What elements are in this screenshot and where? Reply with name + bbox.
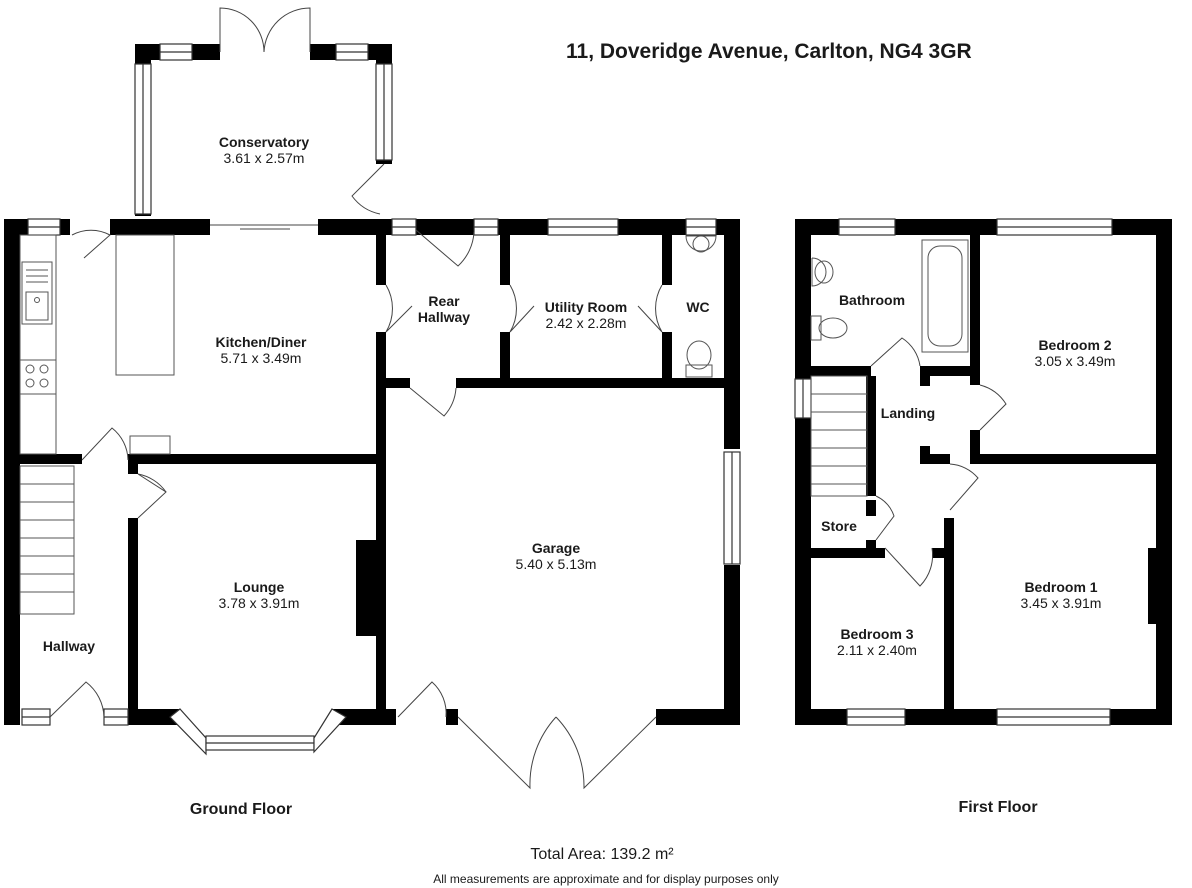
room-name: Utility Room: [544, 299, 628, 315]
room-name: Store: [821, 518, 857, 534]
room-name: Bedroom 2: [1038, 337, 1112, 353]
room-name-line1: Rear: [428, 293, 460, 309]
walls: [4, 44, 1172, 725]
room-label-store: Store: [821, 518, 857, 534]
room-name: Conservatory: [218, 134, 310, 150]
room-name: WC: [686, 299, 710, 315]
room-label-conservatory: Conservatory 3.61 x 2.57m: [219, 134, 309, 166]
room-name: Lounge: [233, 579, 285, 595]
room-label-bedroom1: Bedroom 1 3.45 x 3.91m: [1021, 579, 1102, 611]
fixtures: [19, 234, 969, 615]
room-label-rear-hallway: Rear Hallway: [418, 293, 470, 325]
ground-floor-caption: Ground Floor: [189, 801, 293, 818]
room-dims: 2.42 x 2.28m: [545, 315, 627, 331]
room-dims: 2.11 x 2.40m: [837, 642, 917, 658]
room-dims: 3.05 x 3.49m: [1034, 353, 1116, 369]
room-name-line2: Hallway: [417, 309, 471, 325]
property-address-title: 11, Doveridge Avenue, Carlton, NG4 3GR: [566, 40, 972, 63]
room-name: Kitchen/Diner: [215, 334, 307, 350]
room-name: Landing: [880, 405, 936, 421]
room-label-garage: Garage 5.40 x 5.13m: [516, 540, 597, 572]
room-name: Garage: [531, 540, 581, 556]
room-label-bedroom2: Bedroom 2 3.05 x 3.49m: [1035, 337, 1116, 369]
room-label-bedroom3: Bedroom 3 2.11 x 2.40m: [837, 626, 917, 658]
room-label-hallway: Hallway: [43, 638, 95, 654]
room-name: Hallway: [42, 638, 96, 654]
room-name: Bedroom 1: [1024, 579, 1098, 595]
disclaimer: All measurements are approximate and for…: [433, 872, 779, 886]
room-label-wc: WC: [686, 299, 709, 315]
room-label-kitchen: Kitchen/Diner 5.71 x 3.49m: [215, 334, 306, 366]
room-dims: 3.45 x 3.91m: [1020, 595, 1102, 611]
room-dims: 3.61 x 2.57m: [223, 150, 305, 166]
room-label-utility: Utility Room 2.42 x 2.28m: [545, 299, 627, 331]
room-name: Bedroom 3: [840, 626, 914, 642]
total-area: Total Area: 139.2 m²: [530, 846, 674, 863]
room-dims: 5.71 x 3.49m: [220, 350, 302, 366]
doors: [49, 7, 1007, 790]
first-floor-caption: First Floor: [958, 799, 1038, 816]
room-name: Bathroom: [838, 292, 906, 308]
room-dims: 5.40 x 5.13m: [515, 556, 597, 572]
windows: [21, 43, 1113, 756]
room-label-lounge: Lounge 3.78 x 3.91m: [219, 579, 300, 611]
room-label-landing: Landing: [881, 405, 935, 421]
room-dims: 3.78 x 3.91m: [218, 595, 300, 611]
room-label-bathroom: Bathroom: [839, 292, 905, 308]
